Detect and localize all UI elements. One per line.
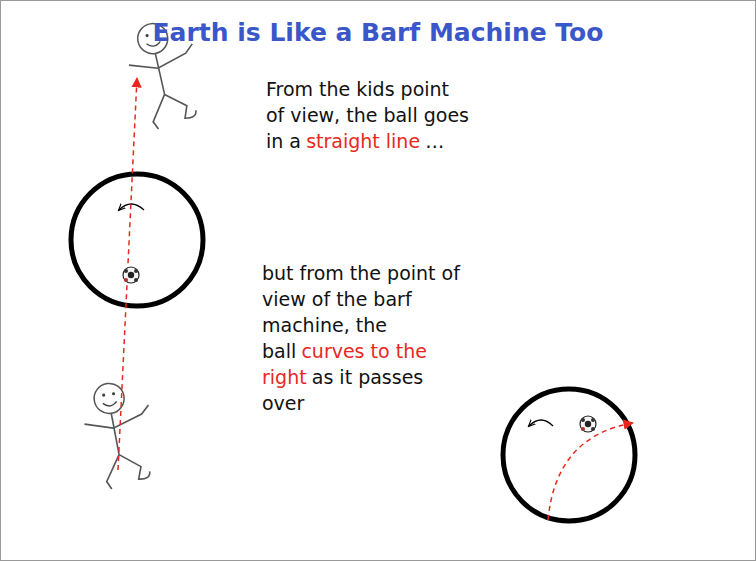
highlight-text: straight line [306,130,420,152]
barf-machine-circle [71,174,203,306]
body-text: … [425,130,444,152]
ball [580,416,596,432]
barf-machine-circle [503,389,635,521]
kid-bottom [79,378,159,491]
rotation-arrow [529,420,553,426]
curved-path [548,423,633,520]
ball [123,267,139,283]
text-paragraph: From the kids point of view, the ball go… [266,76,471,154]
slide-title: Earth is Like a Barf Machine Too [0,18,756,47]
text-paragraph: but from the point of view of the barf m… [262,260,472,416]
